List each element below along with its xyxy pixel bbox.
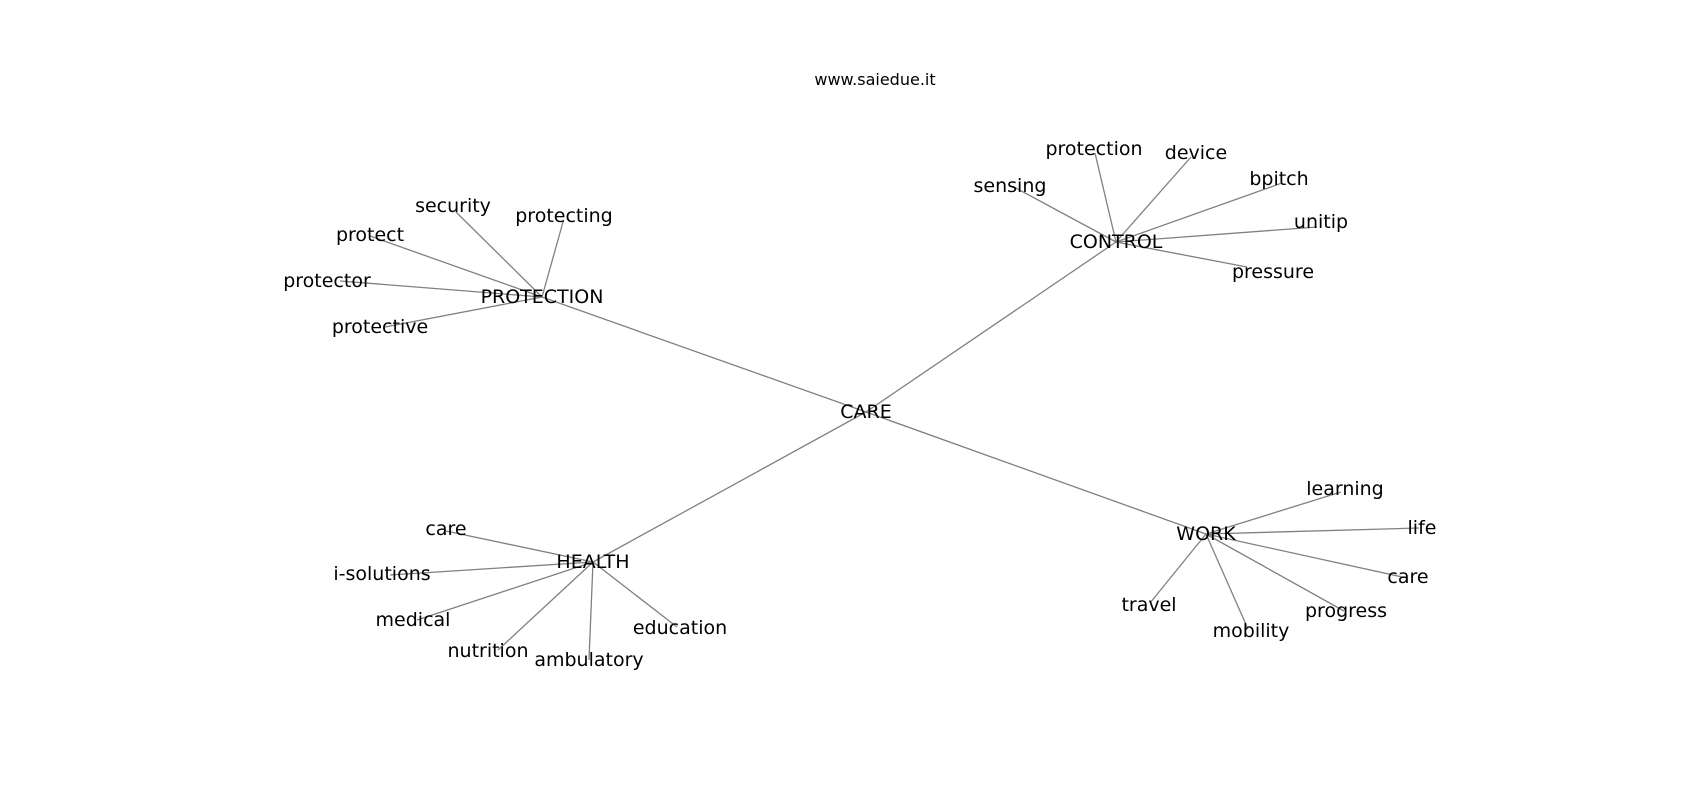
node-leaf-work-mobility: mobility	[1213, 620, 1290, 642]
node-leaf-protection-protecting: protecting	[515, 205, 613, 227]
node-leaf-health-medical: medical	[376, 609, 451, 631]
node-hub-control: CONTROL	[1070, 231, 1163, 253]
node-leaf-control-bpitch: bpitch	[1249, 168, 1308, 190]
node-leaf-work-travel: travel	[1121, 594, 1176, 616]
edge-control-sensing	[1013, 186, 1117, 243]
edge-control-device	[1115, 156, 1192, 243]
node-leaf-protection-protective: protective	[332, 316, 428, 338]
edge-protection-protecting	[541, 221, 564, 298]
edge-health-nutrition	[497, 561, 594, 651]
node-leaf-work-life: life	[1408, 517, 1437, 539]
edge-health-i-solutions	[389, 561, 594, 576]
node-leaf-health-care: care	[425, 518, 466, 540]
edge-care-work	[865, 411, 1207, 535]
edge-control-bpitch	[1115, 182, 1283, 243]
edge-care-control	[865, 241, 1117, 413]
edge-protection-protector	[339, 280, 543, 298]
edge-health-ambulatory	[588, 561, 594, 661]
node-center: CARE	[840, 401, 891, 423]
edges-group	[339, 152, 1420, 661]
edge-work-care	[1205, 533, 1408, 579]
node-leaf-protection-protector: protector	[283, 270, 371, 292]
site-url: www.saiedue.it	[814, 70, 936, 89]
node-leaf-protection-security: security	[415, 195, 491, 217]
edge-protection-protective	[384, 296, 543, 328]
node-leaf-work-learning: learning	[1306, 478, 1384, 500]
edge-control-unitip	[1115, 226, 1318, 243]
edge-work-learning	[1205, 491, 1342, 535]
edge-health-education	[592, 561, 678, 628]
node-hub-protection: PROTECTION	[481, 286, 604, 308]
labels-group: CARE PROTECTION security protecting protect p…	[283, 138, 1436, 671]
edge-care-protection	[541, 296, 867, 413]
edge-protection-security	[455, 211, 543, 298]
edge-health-care	[445, 530, 594, 563]
edge-protection-protect	[369, 235, 543, 298]
edge-control-protection	[1094, 152, 1117, 243]
node-leaf-health-ambulatory: ambulatory	[534, 649, 643, 671]
node-hub-health: HEALTH	[556, 551, 629, 573]
node-leaf-health-education: education	[633, 617, 727, 639]
edge-work-mobility	[1205, 533, 1249, 630]
edge-control-pressure	[1115, 241, 1248, 268]
node-leaf-health-i-solutions: i-solutions	[333, 563, 430, 585]
node-leaf-control-sensing: sensing	[974, 175, 1047, 197]
edge-health-medical	[416, 561, 594, 621]
node-leaf-control-unitip: unitip	[1294, 211, 1348, 233]
node-leaf-control-protection: protection	[1045, 138, 1142, 160]
node-leaf-protection-protect: protect	[336, 224, 404, 246]
edge-work-progress	[1205, 533, 1345, 612]
node-leaf-control-device: device	[1165, 142, 1227, 164]
edge-care-health	[592, 411, 867, 563]
node-leaf-work-progress: progress	[1305, 600, 1387, 622]
edge-work-travel	[1149, 533, 1207, 604]
node-leaf-health-nutrition: nutrition	[447, 640, 528, 662]
edge-work-life	[1205, 527, 1420, 535]
node-leaf-work-care: care	[1387, 566, 1428, 588]
node-hub-work: WORK	[1176, 523, 1236, 545]
node-leaf-control-pressure: pressure	[1232, 261, 1314, 283]
